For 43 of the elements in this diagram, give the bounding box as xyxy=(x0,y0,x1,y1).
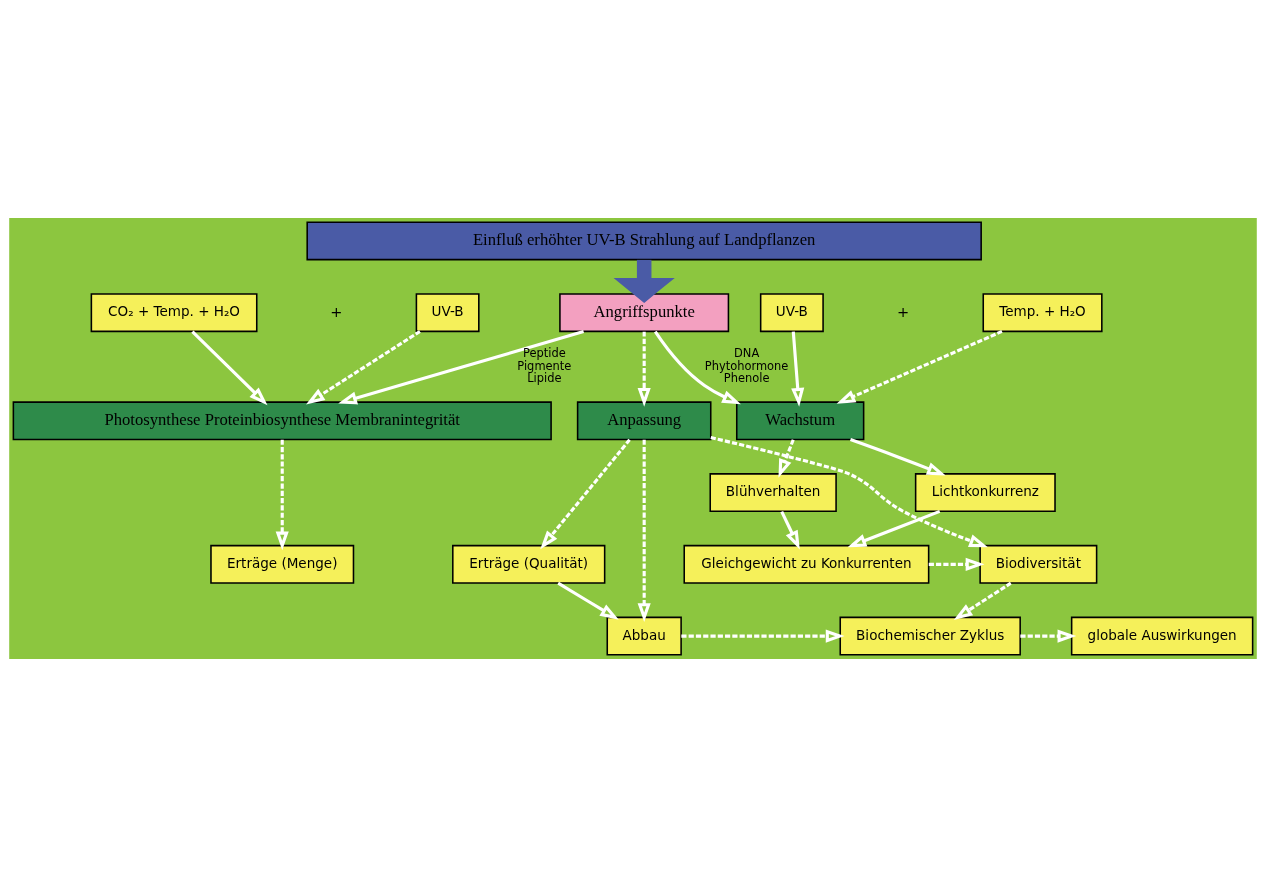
edge-label: DNA Phytohormone Phenole xyxy=(704,346,789,386)
arrow xyxy=(557,581,619,620)
node-box: Photosynthese Proteinbiosynthese Membranintegrität xyxy=(12,401,552,441)
node-box: Biodiversität xyxy=(979,544,1098,584)
arrow xyxy=(540,438,631,550)
arrow xyxy=(306,330,421,405)
arrow xyxy=(710,436,988,548)
arrow xyxy=(637,439,651,622)
node-box: Erträge (Qualität) xyxy=(452,544,606,584)
arrow xyxy=(613,259,675,303)
arrow xyxy=(191,330,268,406)
node-box: UV-B xyxy=(759,293,824,333)
arrow xyxy=(681,629,845,643)
arrow xyxy=(780,510,800,550)
arrow xyxy=(778,439,795,478)
arrow xyxy=(928,557,985,571)
label: + xyxy=(897,302,910,320)
arrow xyxy=(637,331,651,407)
node-box: Temp. + H₂O xyxy=(982,293,1103,333)
node-box: Anpassung xyxy=(576,401,712,441)
arrow xyxy=(847,509,941,548)
node-box: Lichtkonkurrenz xyxy=(914,473,1056,513)
node-box: Wachstum xyxy=(735,401,865,441)
node-box: Angriffspunkte xyxy=(559,293,730,333)
node-box: UV-B xyxy=(415,293,480,333)
node-box: CO₂ + Temp. + H₂O xyxy=(90,293,258,333)
node-box: Gleichgewicht zu Konkurrenten xyxy=(683,544,930,584)
node-box: Erträge (Menge) xyxy=(210,544,355,584)
arrow xyxy=(953,581,1012,620)
arrow xyxy=(849,438,946,476)
node-box: globale Auswirkungen xyxy=(1070,616,1254,656)
label: + xyxy=(330,302,343,320)
node-box: Einfluß erhöhter UV-B Strahlung auf Landpflanzen xyxy=(306,221,982,261)
arrow xyxy=(653,330,741,405)
node-box: Abbau xyxy=(606,616,682,656)
arrow xyxy=(836,330,1003,404)
node-box: Blühverhalten xyxy=(709,473,837,513)
arrow xyxy=(275,439,289,551)
arrow xyxy=(791,331,805,407)
arrow xyxy=(338,329,585,405)
arrow xyxy=(1020,629,1077,643)
node-box: Biochemischer Zyklus xyxy=(839,616,1021,656)
edge-label: Peptide Pigmente Lipide xyxy=(517,346,572,386)
